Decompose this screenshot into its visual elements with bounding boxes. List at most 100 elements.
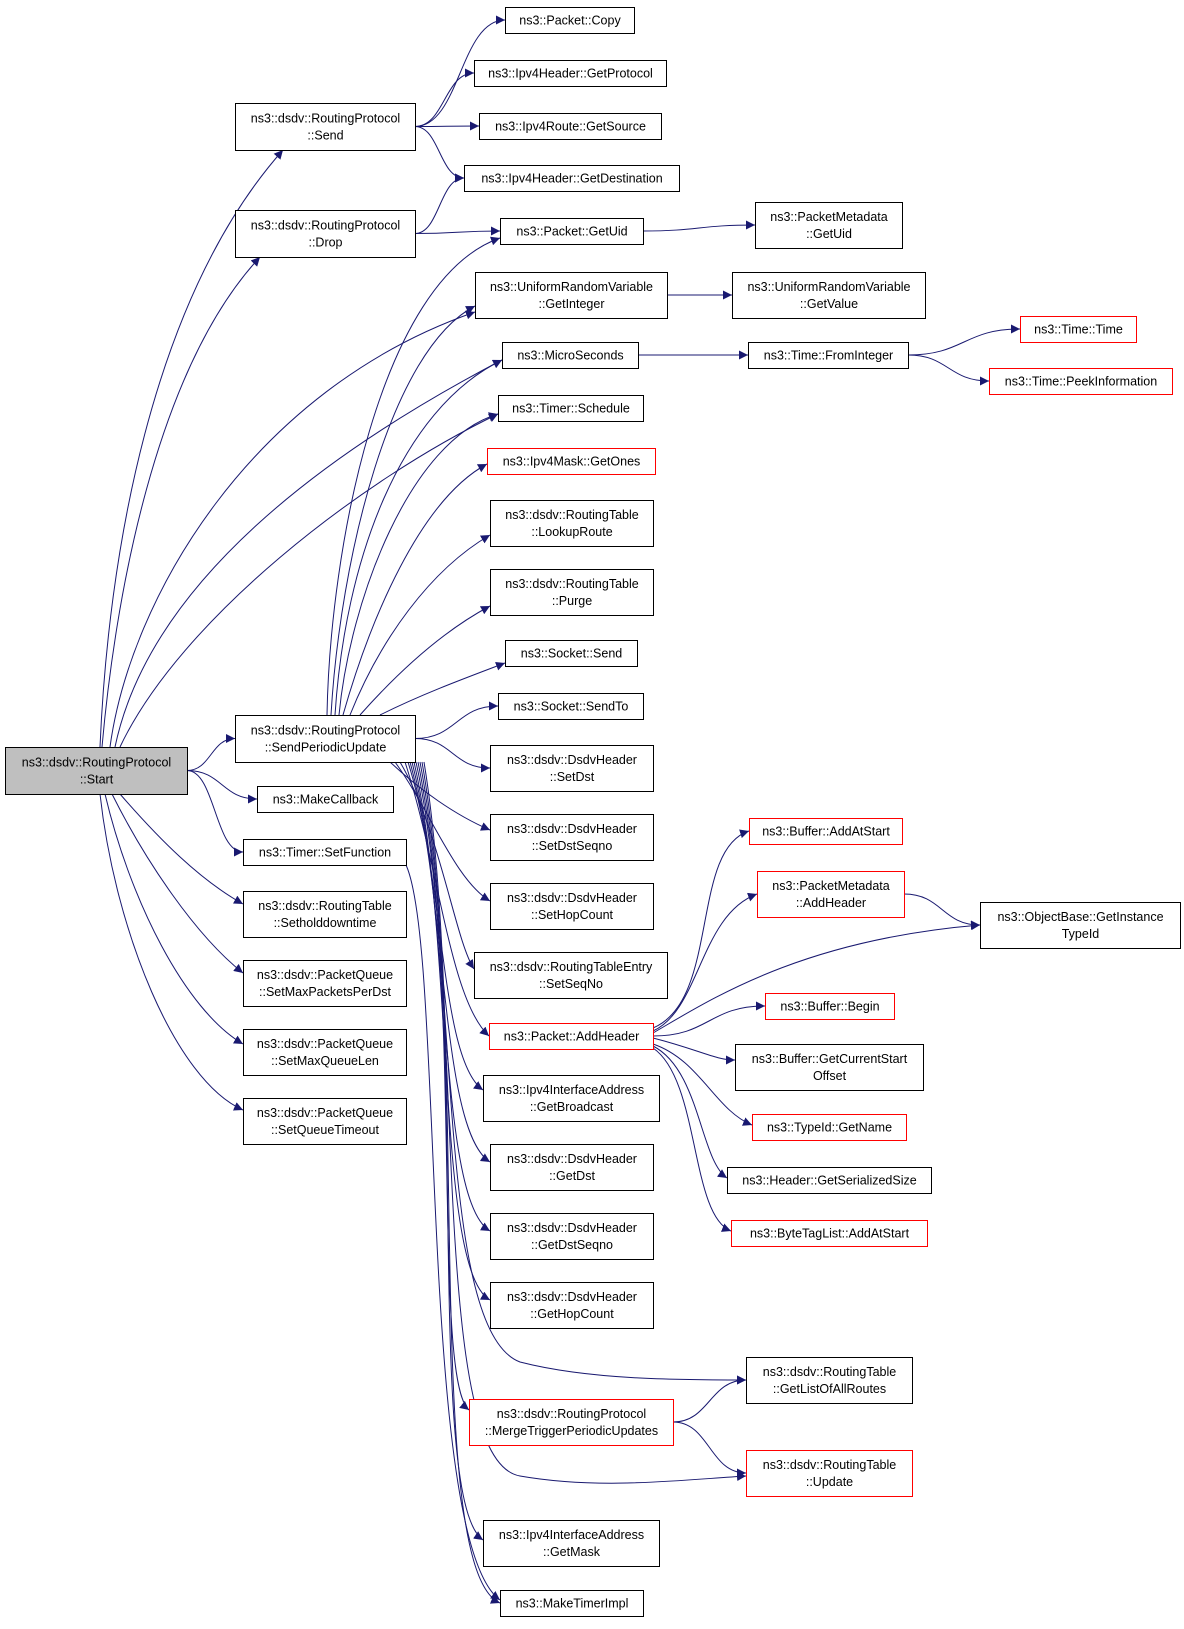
node-sethop[interactable]: ns3::dsdv::DsdvHeader::SetHopCount [490,883,654,930]
node-ssend[interactable]: ns3::Socket::Send [505,640,638,667]
node-getsrc[interactable]: ns3::Ipv4Route::GetSource [479,113,662,140]
node-getmask[interactable]: ns3::Ipv4InterfaceAddress::GetMask [483,1520,660,1567]
node-box [257,786,394,813]
node-sethold[interactable]: ns3::dsdv::RoutingTable::Setholddowntime [243,891,407,938]
node-box [498,395,644,422]
call-edge-spu-to-sethop [394,761,491,902]
call-edge-start-to-drop [101,256,261,748]
node-label: ns3::Ipv4Mask::GetOnes [503,455,641,469]
node-pcopy[interactable]: ns3::Packet::Copy [505,7,635,34]
node-box [469,1399,674,1446]
call-edge-addhdr-to-bufoff [652,1037,736,1065]
node-getdstseq[interactable]: ns3::dsdv::DsdvHeader::GetDstSeqno [490,1213,654,1260]
node-getdest[interactable]: ns3::Ipv4Header::GetDestination [464,165,680,192]
node-urvval[interactable]: ns3::UniformRandomVariable::GetValue [732,272,926,319]
node-label: ::SendPeriodicUpdate [265,741,387,755]
node-btl[interactable]: ns3::ByteTagList::AddAtStart [731,1220,928,1247]
node-setdst[interactable]: ns3::dsdv::DsdvHeader::SetDst [490,745,654,792]
node-send[interactable]: ns3::dsdv::RoutingProtocol::Send [235,103,416,151]
node-merge[interactable]: ns3::dsdv::RoutingProtocol::MergeTrigger… [469,1399,674,1446]
node-getproto[interactable]: ns3::Ipv4Header::GetProtocol [474,60,667,87]
node-setseq[interactable]: ns3::dsdv::RoutingTableEntry::SetSeqNo [474,952,668,999]
node-setfunc[interactable]: ns3::Timer::SetFunction [243,839,407,866]
node-label: ns3::MakeCallback [273,793,379,807]
node-pmuid[interactable]: ns3::PacketMetadata::GetUid [755,202,903,249]
node-label: ns3::Time::PeekInformation [1005,375,1157,389]
node-label: ns3::Buffer::Begin [780,1000,879,1014]
node-box [735,1044,924,1091]
node-addhdr[interactable]: ns3::Packet::AddHeader [489,1023,654,1050]
node-getuid[interactable]: ns3::Packet::GetUid [500,218,644,245]
node-maxqlen[interactable]: ns3::dsdv::PacketQueue::SetMaxQueueLen [243,1029,407,1076]
node-box [243,839,407,866]
node-micro[interactable]: ns3::MicroSeconds [502,342,639,369]
node-getones[interactable]: ns3::Ipv4Mask::GetOnes [487,448,656,475]
node-peek[interactable]: ns3::Time::PeekInformation [989,368,1173,395]
node-tsched[interactable]: ns3::Timer::Schedule [498,395,644,422]
node-start: ns3::dsdv::RoutingProtocol::Start [5,747,188,795]
node-label: ::GetDst [549,1169,595,1183]
node-box [500,1590,644,1617]
node-box [505,7,635,34]
node-getdst[interactable]: ns3::dsdv::DsdvHeader::GetDst [490,1144,654,1191]
node-label: ns3::Packet::AddHeader [504,1030,640,1044]
node-makecb[interactable]: ns3::MakeCallback [257,786,394,813]
node-label: ::GetUid [806,227,852,241]
node-box [731,1220,928,1247]
node-gethop[interactable]: ns3::dsdv::DsdvHeader::GetHopCount [490,1282,654,1329]
node-drop[interactable]: ns3::dsdv::RoutingProtocol::Drop [235,210,416,258]
node-hdrsize[interactable]: ns3::Header::GetSerializedSize [727,1167,932,1194]
node-qtimeout[interactable]: ns3::dsdv::PacketQueue::SetQueueTimeout [243,1098,407,1145]
call-edge-drop-to-getdest [414,173,465,234]
call-edge-send-to-getdest [414,126,465,183]
node-listall[interactable]: ns3::dsdv::RoutingTable::GetListOfAllRou… [746,1357,913,1404]
node-setdstseq[interactable]: ns3::dsdv::DsdvHeader::SetDstSeqno [490,814,654,861]
node-label: ns3::TypeId::GetName [767,1121,892,1135]
node-label: ns3::dsdv::RoutingTable [763,1458,896,1472]
node-typename[interactable]: ns3::TypeId::GetName [752,1114,907,1141]
node-box [748,342,909,369]
node-bufbegin[interactable]: ns3::Buffer::Begin [765,993,895,1020]
node-bufadd[interactable]: ns3::Buffer::AddAtStart [749,818,903,845]
node-box [489,1023,654,1050]
call-edge-spu-to-mktimer [423,761,501,1604]
node-box [490,500,654,547]
node-label: Offset [813,1069,847,1083]
call-edge-spu-to-ssend [379,661,506,716]
call-edge-spu-to-addhdr [404,761,490,1037]
call-edge-start-to-sethold [119,793,244,905]
node-label: ns3::Packet::Copy [519,14,621,28]
node-pmaddhdr[interactable]: ns3::PacketMetadata::AddHeader [757,871,905,918]
node-label: ns3::Ipv4InterfaceAddress [499,1083,644,1097]
node-rtupdate[interactable]: ns3::dsdv::RoutingTable::Update [746,1450,913,1497]
node-getbcast[interactable]: ns3::Ipv4InterfaceAddress::GetBroadcast [483,1075,660,1122]
node-timetime[interactable]: ns3::Time::Time [1020,316,1137,343]
node-mktimer[interactable]: ns3::MakeTimerImpl [500,1590,644,1617]
call-edge-spu-to-getdst [409,761,491,1163]
call-edge-addhdr-to-objbase [652,921,981,1034]
node-box [475,272,668,319]
node-box [243,1098,407,1145]
node-box [243,960,407,1007]
call-edge-spu-to-lookup [349,534,491,716]
node-fromint[interactable]: ns3::Time::FromInteger [748,342,909,369]
node-label: ns3::Buffer::GetCurrentStart [752,1052,908,1066]
node-label: ::LookupRoute [531,525,612,539]
node-spu[interactable]: ns3::dsdv::RoutingProtocol::SendPeriodic… [235,715,416,763]
call-edge-spu-to-purge [359,605,491,716]
node-purge[interactable]: ns3::dsdv::RoutingTable::Purge [490,569,654,616]
node-urvint[interactable]: ns3::UniformRandomVariable::GetInteger [475,272,668,319]
call-edge-spu-to-tsched [338,412,499,716]
node-box [498,693,644,720]
node-box [752,1114,907,1141]
node-maxpkts[interactable]: ns3::dsdv::PacketQueue::SetMaxPacketsPer… [243,960,407,1007]
node-lookup[interactable]: ns3::dsdv::RoutingTable::LookupRoute [490,500,654,547]
node-ssendto[interactable]: ns3::Socket::SendTo [498,693,644,720]
call-edge-send-to-getproto [414,68,475,127]
node-box [746,1357,913,1404]
node-label: ns3::PacketMetadata [770,210,887,224]
node-label: ::MergeTriggerPeriodicUpdates [485,1424,658,1438]
node-label: ns3::Ipv4InterfaceAddress [499,1528,644,1542]
